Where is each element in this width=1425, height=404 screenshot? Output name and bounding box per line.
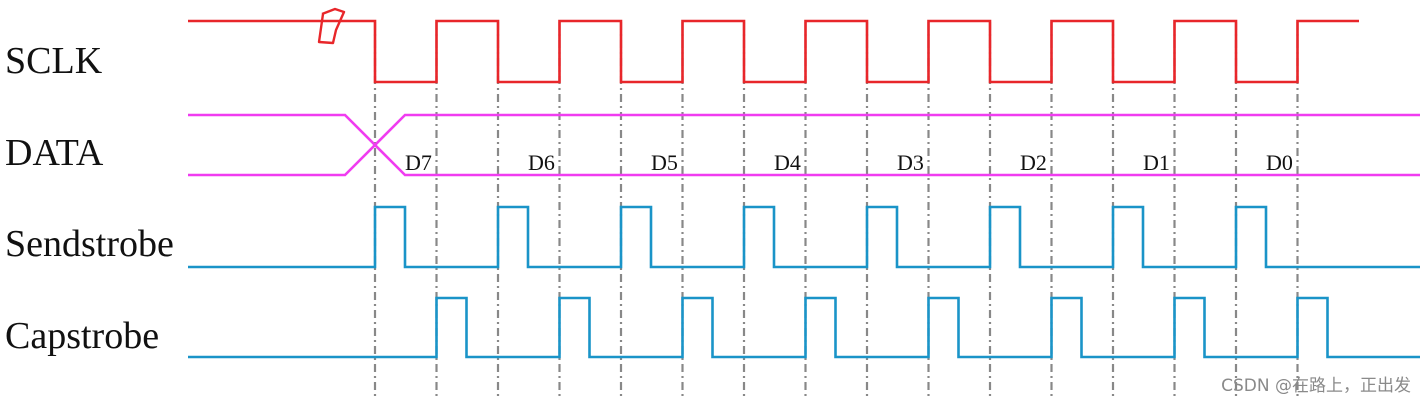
data-bit-label: D6	[528, 150, 555, 175]
data-bit-label: D3	[897, 150, 924, 175]
data-bit-label: D4	[774, 150, 801, 175]
data-bit-label: D5	[651, 150, 678, 175]
sendstrobe-waveform	[188, 205, 1420, 269]
sclk-label: SCLK	[5, 40, 103, 82]
data-waveform-lower	[188, 113, 1420, 177]
data-bit-label: D7	[405, 150, 432, 175]
capstrobe-label: Capstrobe	[5, 315, 160, 357]
data-bit-label: D2	[1020, 150, 1047, 175]
sendstrobe-label: Sendstrobe	[5, 223, 174, 265]
data-bit-label: D0	[1266, 150, 1293, 175]
handwritten-annotation-t7	[317, 7, 346, 45]
watermark: CSDN @在路上，正出发	[1221, 376, 1411, 396]
sclk-waveform	[188, 19, 1359, 84]
data-label: DATA	[5, 132, 104, 174]
data-waveform-upper	[188, 113, 1420, 177]
capstrobe-waveform	[188, 296, 1420, 359]
data-bit-label: D1	[1143, 150, 1170, 175]
